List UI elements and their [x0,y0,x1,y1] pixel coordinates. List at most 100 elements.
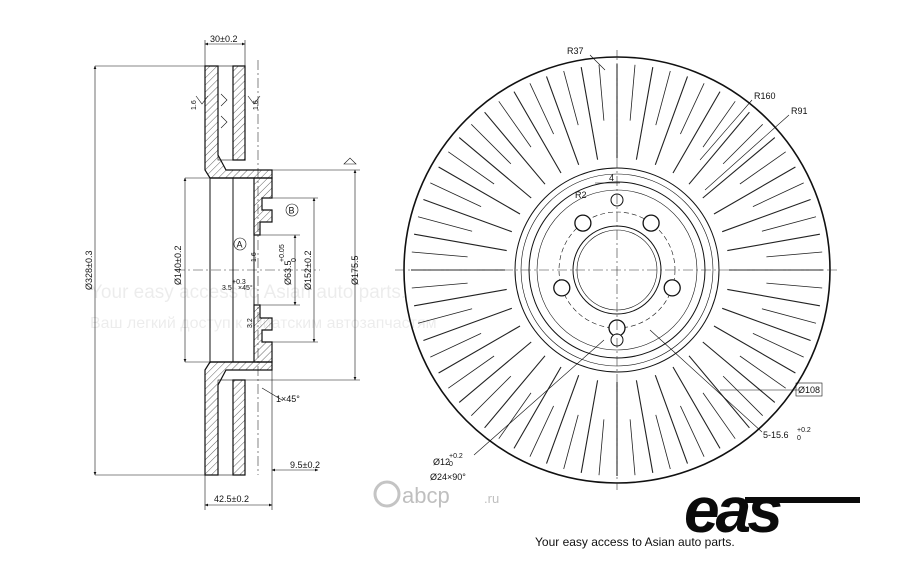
d108-box [795,382,823,397]
brand-logo: eas [684,474,781,546]
r2-label: R2 [575,190,587,200]
cooling-vane [423,307,512,342]
cooling-vane [702,392,736,439]
marketplace-domain: .ru [484,491,499,506]
cooling-vane [702,137,776,199]
cooling-vane [448,355,495,389]
total-height-label: 42.5±0.2 [214,494,249,504]
top-width-label: 30±0.2 [210,34,237,44]
cooling-vane [513,91,562,174]
cooling-vane [438,166,521,215]
side-section-view: Ø328±0.3 Ø140±0.2 Ø63.5 +0.05 0 Ø152±0.2… [84,34,360,510]
runout-value: 3.2 [247,318,254,328]
bore-dia-tol: +0.05 [279,244,286,262]
watermark-line-1: Your easy access to Asian auto parts. [90,282,406,303]
cooling-vane [680,83,705,135]
bolt-hole [642,214,660,232]
cooling-vane [423,198,512,233]
r91-label: R91 [791,106,808,116]
cooling-vane [722,307,811,342]
cooling-vane [752,333,804,358]
datum-b-label: B [289,206,295,216]
cooling-vane [580,380,599,473]
cooling-vane [580,67,599,160]
cooling-vane [727,233,820,252]
cooling-vane [688,111,750,185]
cooling-vane [766,251,823,258]
cooling-vane [448,151,495,185]
cooling-vane [545,375,580,464]
overall-dia-label: Ø328±0.3 [84,251,94,290]
bore-dia-label: Ø63.5 [283,260,293,285]
r37-leader [589,54,606,71]
cooling-vane [752,182,804,207]
hat-flange-lower [210,304,273,363]
r160-leader [699,99,753,161]
chamfer-inner-tol: +0.3 [232,279,246,286]
chamfer-inner-angle: ×45° [238,284,253,292]
cooling-vane [471,375,512,416]
inboard-friction-ring [232,65,246,161]
cooling-vane [722,198,811,233]
cooling-vane [545,76,580,165]
cooling-vane [761,308,817,324]
chamfer-outer-label: 1×45° [276,394,300,404]
cooling-vane [458,137,532,199]
r37-label: R37 [567,46,584,56]
hole12-label: Ø12 [433,457,450,467]
cooling-vane [713,325,796,374]
cooling-vane [672,91,721,174]
parallelism-mark-2 [220,115,228,129]
cooling-vane [672,366,721,449]
countersink-label: Ø24×90° [430,472,466,482]
cooling-vane [563,70,579,126]
datum-a-bubble [233,237,247,251]
cooling-vane [414,288,507,307]
cooling-vane [654,76,689,165]
r91-leader [704,114,790,191]
cooling-vane [739,151,786,185]
cooling-vane [414,233,507,252]
cooling-vane [438,325,521,374]
cooling-vane [471,124,512,165]
cooling-vane [411,282,468,289]
bolt-hole [574,214,592,232]
holes-tol-lo: 0 [797,435,801,442]
holes-label: 5-15.6 [763,430,789,440]
datum-a-label: A [237,240,243,250]
marketplace-name: abcp [402,483,450,508]
holes-leader [649,329,763,433]
bore-dia-tol-lo: 0 [291,258,298,262]
bolt-hole [553,279,571,297]
pilot-dia-label: Ø152±0.2 [303,251,313,290]
marketplace-logo-icon [373,480,401,508]
cooling-vane [688,355,750,429]
bolt-hole [663,279,681,297]
cooling-vane [458,341,532,403]
brand-block: eas Your easy access to Asian auto parts… [535,474,860,549]
hole12-tol: +0.2 [449,453,463,460]
cooling-vane [529,405,554,457]
roughness-hat: 1.6 [251,252,258,262]
cooling-vent-lower [217,379,234,476]
cooling-vane [727,288,820,307]
cooling-vane [655,70,671,126]
roughness-left: 1.6 [191,100,198,110]
cooling-vane [761,216,817,232]
cooling-vent-upper [217,65,234,161]
cooling-vane [635,380,654,473]
cooling-vane [598,419,605,476]
hat-body [209,177,255,363]
chamfer-inner-value: 3.5 [222,285,232,292]
cooling-vane [498,392,532,439]
cooling-vanes [411,64,823,476]
cooling-vane [411,251,468,258]
hat-depth-label: 9.5±0.2 [290,460,320,470]
cooling-vane [513,366,562,449]
cooling-vane [702,341,776,403]
cooling-vane [654,375,689,464]
cooling-vane [484,111,546,185]
cooling-vane [529,83,554,135]
inboard-friction-ring-lower [232,379,246,476]
hat-flange-upper [210,177,273,236]
